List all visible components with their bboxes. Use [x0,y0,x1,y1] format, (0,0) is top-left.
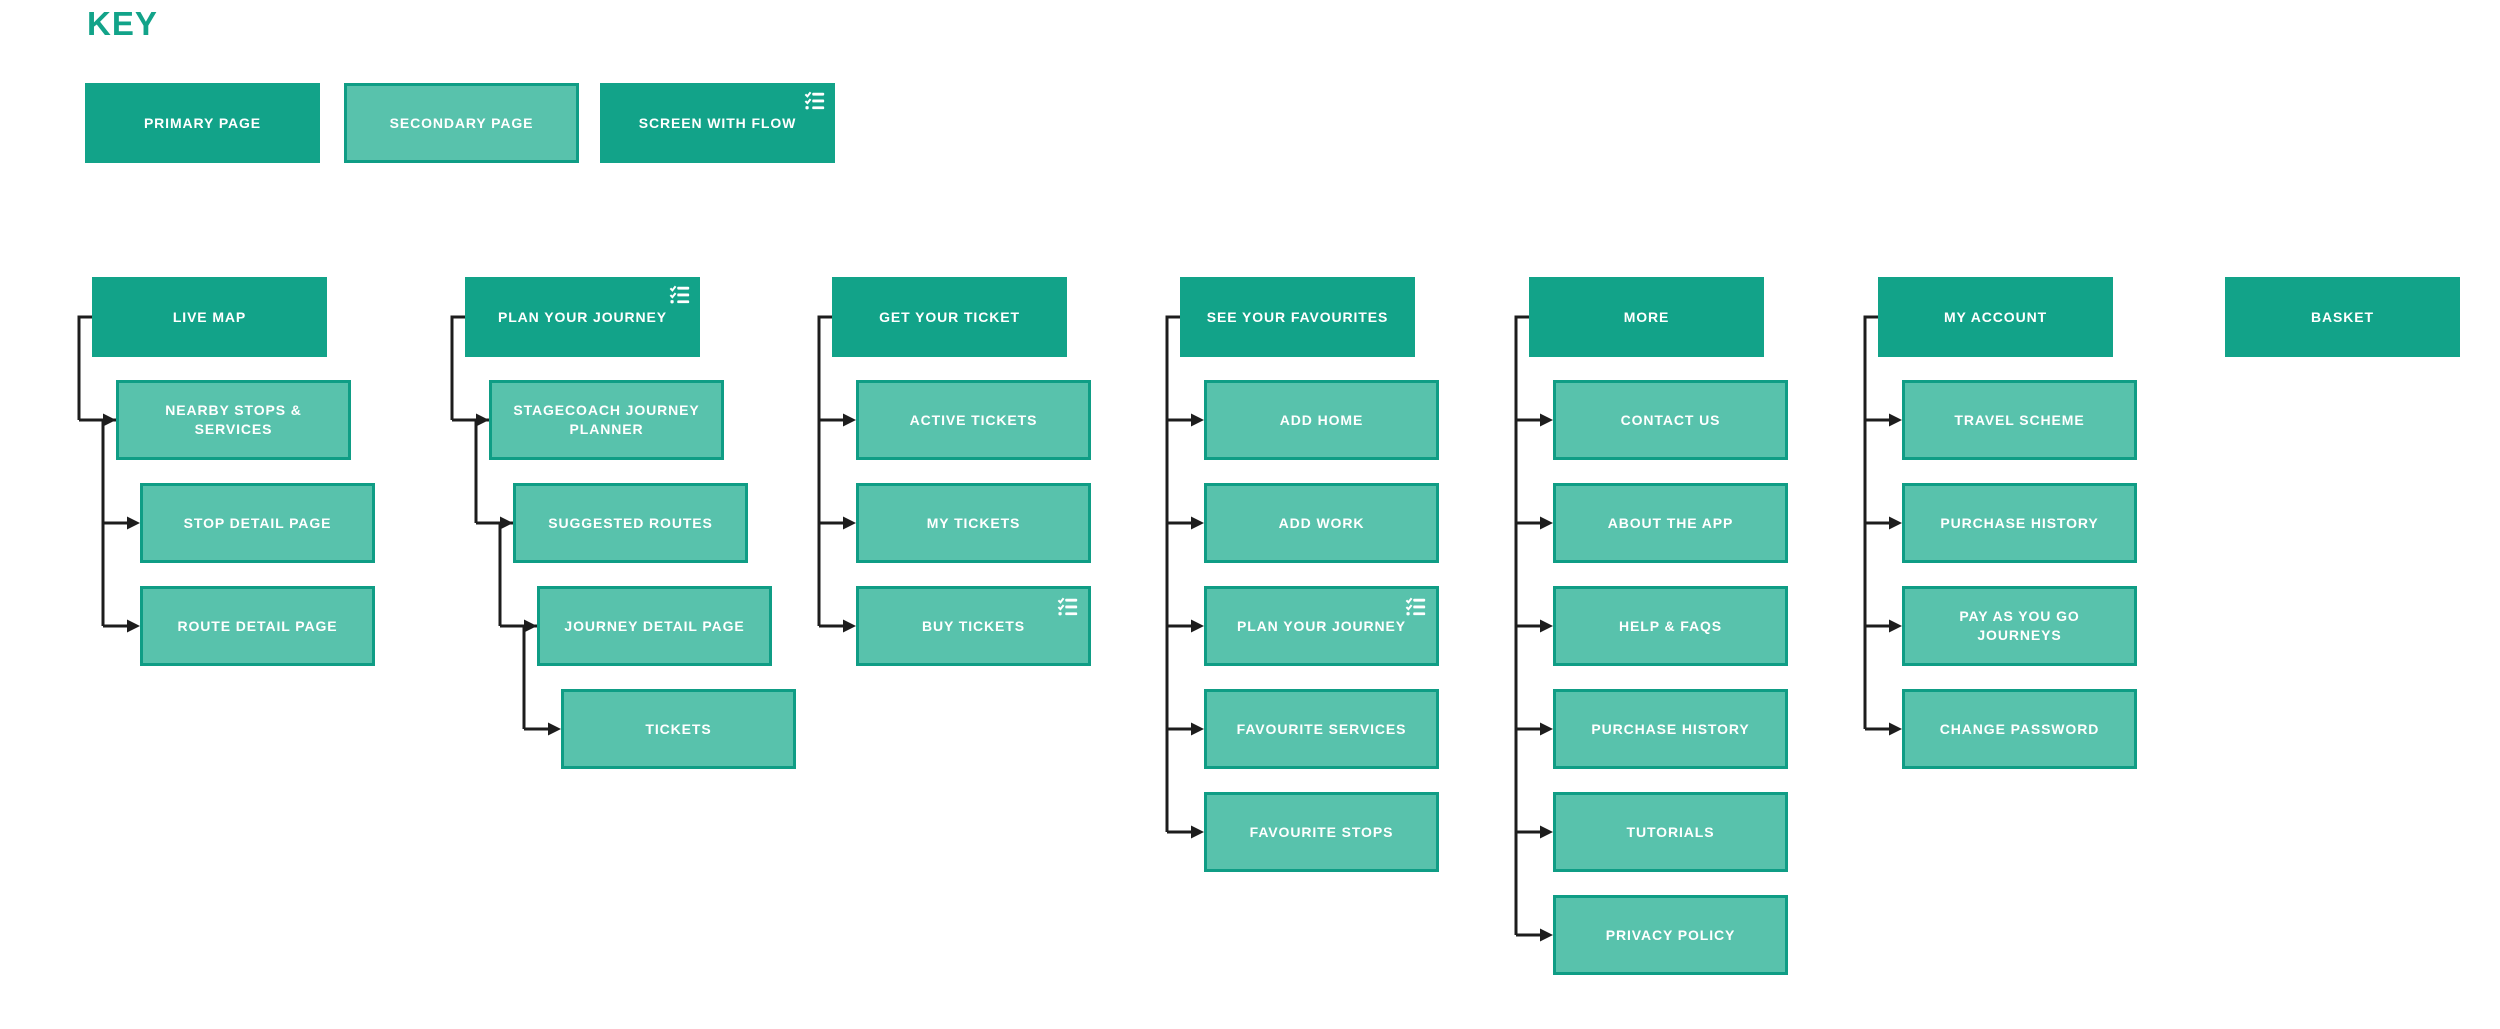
node-label: LIVE MAP [172,308,247,325]
node-favourite-services[interactable]: FAVOURITE SERVICES [1204,689,1439,769]
node-label: SCREEN WITH FLOW [638,114,797,131]
node-my-tickets[interactable]: MY TICKETS [856,483,1091,563]
node-help-faqs[interactable]: HELP & FAQS [1553,586,1788,666]
checklist-icon [804,91,825,110]
node-label: CHANGE PASSWORD [1939,720,2100,737]
node-label: ADD WORK [1278,514,1365,531]
node-label: SECONDARY PAGE [389,114,534,131]
node-label: FAVOURITE STOPS [1249,823,1394,840]
key-screen-with-flow[interactable]: SCREEN WITH FLOW [600,83,835,163]
node-label: MY ACCOUNT [1943,308,2048,325]
key-primary-page[interactable]: PRIMARY PAGE [85,83,320,163]
node-contact-us[interactable]: CONTACT US [1553,380,1788,460]
checklist-icon [669,285,690,304]
node-label: TRAVEL SCHEME [1954,411,2085,428]
node-label: PRIMARY PAGE [143,114,262,131]
node-buy-tickets[interactable]: BUY TICKETS [856,586,1091,666]
node-tutorials[interactable]: TUTORIALS [1553,792,1788,872]
node-live-map[interactable]: LIVE MAP [92,277,327,357]
node-label: NEARBY STOPS & SERVICES [165,402,302,437]
node-stagecoach-journey-planner[interactable]: STAGECOACH JOURNEY PLANNER [489,380,724,460]
node-label: SUGGESTED ROUTES [548,514,713,531]
node-label: FAVOURITE SERVICES [1236,720,1407,737]
node-label: ABOUT THE APP [1607,514,1734,531]
node-active-tickets[interactable]: ACTIVE TICKETS [856,380,1091,460]
node-basket[interactable]: BASKET [2225,277,2460,357]
node-label: ROUTE DETAIL PAGE [177,617,338,634]
node-more[interactable]: MORE [1529,277,1764,357]
node-journey-detail-page[interactable]: JOURNEY DETAIL PAGE [537,586,772,666]
node-label: BASKET [2311,308,2374,325]
node-label: PLAN YOUR JOURNEY [497,308,668,325]
node-label: STAGECOACH JOURNEY PLANNER [513,402,700,437]
node-label: CONTACT US [1620,411,1721,428]
node-label: ADD HOME [1279,411,1364,428]
node-suggested-routes[interactable]: SUGGESTED ROUTES [513,483,748,563]
node-see-your-favourites[interactable]: SEE YOUR FAVOURITES [1180,277,1415,357]
node-purchase-history[interactable]: PURCHASE HISTORY [1902,483,2137,563]
node-get-your-ticket[interactable]: GET YOUR TICKET [832,277,1067,357]
node-label: PAY AS YOU GO JOURNEYS [1959,608,2080,643]
node-label: BUY TICKETS [922,617,1025,634]
node-change-password[interactable]: CHANGE PASSWORD [1902,689,2137,769]
node-plan-your-journey[interactable]: PLAN YOUR JOURNEY [1204,586,1439,666]
node-stop-detail-page[interactable]: STOP DETAIL PAGE [140,483,375,563]
node-label: SEE YOUR FAVOURITES [1206,308,1389,325]
key-title: KEY [87,5,158,42]
node-pay-as-you-go-journeys[interactable]: PAY AS YOU GO JOURNEYS [1902,586,2137,666]
node-label: GET YOUR TICKET [879,308,1020,325]
node-label: TICKETS [645,720,712,737]
node-label: PLAN YOUR JOURNEY [1236,617,1407,634]
node-travel-scheme[interactable]: TRAVEL SCHEME [1902,380,2137,460]
node-label: PURCHASE HISTORY [1940,514,2099,531]
node-nearby-stops-services[interactable]: NEARBY STOPS & SERVICES [116,380,351,460]
node-purchase-history[interactable]: PURCHASE HISTORY [1553,689,1788,769]
node-tickets[interactable]: TICKETS [561,689,796,769]
node-my-account[interactable]: MY ACCOUNT [1878,277,2113,357]
node-label: HELP & FAQS [1619,617,1722,634]
node-label: PRIVACY POLICY [1605,926,1736,943]
node-plan-your-journey[interactable]: PLAN YOUR JOURNEY [465,277,700,357]
node-add-home[interactable]: ADD HOME [1204,380,1439,460]
node-label: JOURNEY DETAIL PAGE [564,617,745,634]
node-favourite-stops[interactable]: FAVOURITE STOPS [1204,792,1439,872]
node-label: ACTIVE TICKETS [909,411,1038,428]
node-label: STOP DETAIL PAGE [183,514,332,531]
checklist-icon [1405,597,1426,616]
node-about-the-app[interactable]: ABOUT THE APP [1553,483,1788,563]
node-label: PURCHASE HISTORY [1591,720,1750,737]
key-secondary-page[interactable]: SECONDARY PAGE [344,83,579,163]
node-label: MORE [1623,308,1670,325]
node-add-work[interactable]: ADD WORK [1204,483,1439,563]
node-route-detail-page[interactable]: ROUTE DETAIL PAGE [140,586,375,666]
node-label: TUTORIALS [1626,823,1715,840]
checklist-icon [1057,597,1078,616]
node-label: MY TICKETS [926,514,1021,531]
node-privacy-policy[interactable]: PRIVACY POLICY [1553,895,1788,975]
